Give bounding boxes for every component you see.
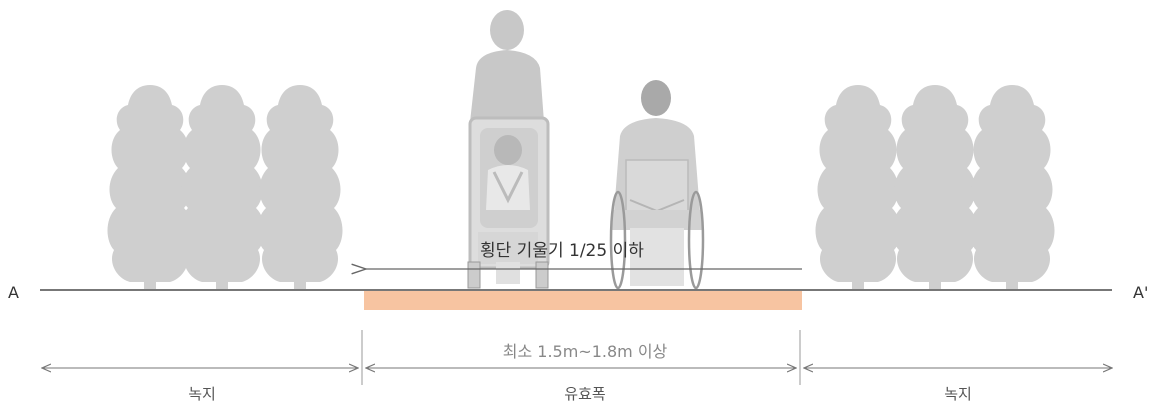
end-label-right: A'	[1133, 283, 1149, 302]
tree-icon	[179, 85, 265, 290]
slope-label: 횡단 기울기 1/25 이하	[480, 241, 644, 261]
person-with-stroller-icon	[467, 10, 550, 289]
end-label-left: A	[8, 283, 19, 302]
section-label-right: 녹지	[944, 385, 972, 403]
tree-icon	[815, 85, 901, 290]
tree-icon	[892, 85, 978, 290]
effective-width-band	[364, 291, 802, 310]
tree-icon	[969, 85, 1055, 290]
section-label-center: 유효폭	[564, 385, 606, 403]
tree-icon	[257, 85, 343, 290]
trees-right	[815, 85, 1055, 290]
width-label: 최소 1.5m~1.8m 이상	[502, 342, 668, 361]
wheelchair-user-icon	[609, 80, 705, 290]
tree-icon	[107, 85, 193, 290]
section-label-left: 녹지	[188, 385, 216, 403]
trees-left	[107, 85, 343, 290]
